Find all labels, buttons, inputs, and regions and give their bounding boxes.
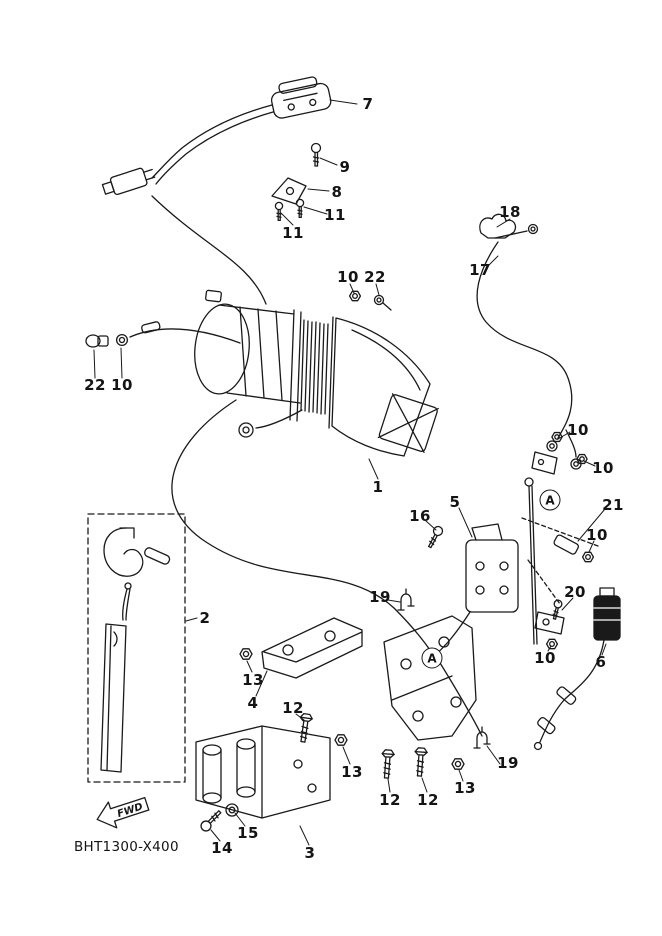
bracket-4 [262, 618, 362, 678]
nut-13-b [334, 734, 348, 746]
screw-9 [310, 142, 322, 167]
fwd-label: FWD [116, 802, 144, 821]
diagram-code: BHT1300-X400 [74, 839, 179, 855]
leader-lines [94, 100, 606, 845]
cable-rod [522, 478, 598, 644]
nut-13-c [451, 758, 465, 770]
clamp-19-b [473, 726, 491, 749]
connector-6 [535, 588, 621, 750]
winch-mount-3 [196, 726, 330, 818]
fwd-arrow: FWD [93, 791, 151, 833]
part-20 [535, 598, 564, 634]
part-21 [553, 534, 579, 555]
bolt-12-b [379, 748, 396, 780]
terminal-22-left [86, 335, 108, 347]
nut-10-top [349, 290, 361, 302]
bolt-14 [198, 807, 225, 834]
washer-10-left [116, 334, 128, 346]
winch-switch [101, 74, 332, 304]
switch-connector [101, 165, 156, 198]
lead-wire-left [130, 321, 240, 343]
nut-10-mid-right [582, 551, 594, 563]
clamp-19-a [397, 588, 415, 611]
hook-assembly-2 [88, 514, 185, 782]
relay-assembly-5 [434, 524, 518, 656]
winch-motor-assembly [172, 290, 438, 650]
bracket-8 [272, 178, 306, 204]
screw-11-left [274, 201, 284, 221]
wire-clip-18 [480, 214, 539, 238]
nut-13-a [239, 648, 253, 660]
terminal-22-top [373, 294, 392, 311]
bolt-12-c [412, 746, 429, 778]
mount-bracket-side [384, 616, 482, 740]
bolt-12-a [296, 712, 314, 744]
nut-10-lower [546, 638, 558, 650]
wire-17 [477, 242, 582, 474]
